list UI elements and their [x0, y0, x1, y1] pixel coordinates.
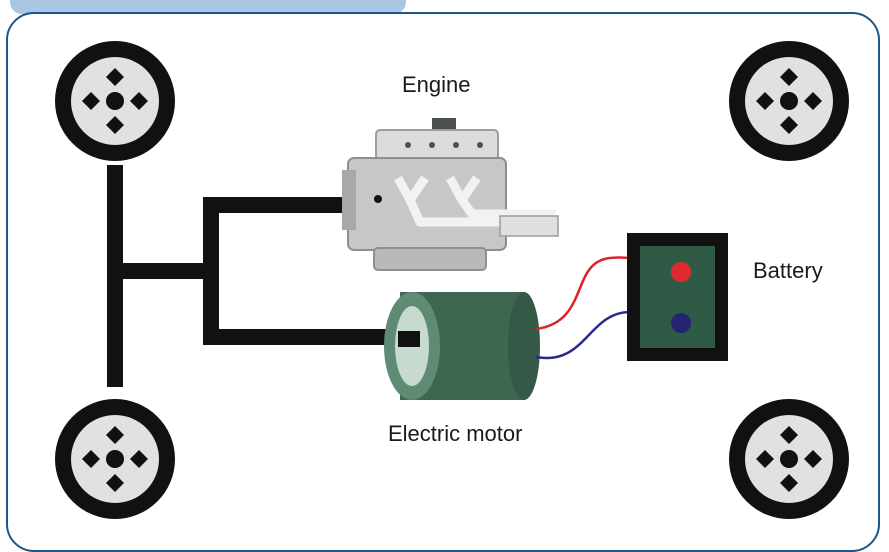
electric-motor-icon — [384, 292, 540, 400]
engine-icon — [342, 118, 559, 271]
header-tab — [10, 0, 406, 14]
hybrid-drivetrain-diagram — [55, 41, 849, 519]
drive-shaft — [107, 165, 403, 387]
wheel-front-right — [729, 41, 849, 161]
electric-motor-label: Electric motor — [388, 421, 523, 446]
engine-label: Engine — [402, 72, 471, 97]
wheel-front-left — [55, 41, 175, 161]
battery-label: Battery — [753, 258, 823, 283]
battery-icon — [627, 233, 728, 361]
wheel-rear-right — [729, 399, 849, 519]
wheel-rear-left — [55, 399, 175, 519]
